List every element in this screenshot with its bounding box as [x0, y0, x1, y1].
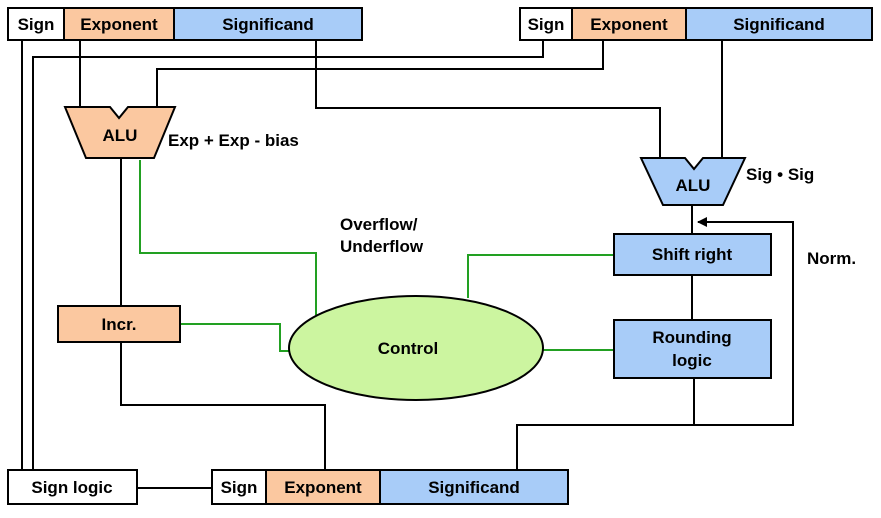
result-register: Sign Exponent Significand [211, 469, 569, 505]
result-exponent-label: Exponent [284, 478, 362, 497]
significand-alu-shape [639, 157, 747, 206]
operand-b-significand-field [685, 7, 873, 41]
exponent-alu-shape [63, 106, 177, 159]
sign-logic-box [7, 469, 138, 505]
significand-alu: ALU Sig • Sig [639, 157, 814, 206]
overflow-label-line1: Overflow/ [340, 215, 418, 234]
operand-a-register: Sign Exponent Significand [7, 7, 363, 41]
result-sign-label: Sign [221, 478, 258, 497]
incr-label: Incr. [102, 315, 137, 334]
control-unit: Control [288, 295, 544, 401]
incr-box [57, 305, 181, 343]
rounding-label-line1: Rounding [652, 328, 731, 347]
result-exponent-field [265, 469, 381, 505]
operand-a-sign-label: Sign [18, 15, 55, 34]
sign-logic-label: Sign logic [31, 478, 112, 497]
wire-shift-control [467, 254, 614, 298]
control-ellipse [288, 295, 544, 401]
rounding-logic-block: Rounding logic [613, 319, 772, 379]
exponent-alu-annotation: Exp + Exp - bias [168, 131, 299, 150]
significand-alu-annotation: Sig • Sig [746, 165, 814, 184]
wire-round-sig [516, 378, 695, 470]
result-sign-field [211, 469, 267, 505]
exponent-alu-label: ALU [103, 126, 138, 145]
wire-norm-feedback [694, 217, 794, 426]
control-wires [139, 160, 614, 352]
operand-b-register: Sign Exponent Significand [519, 7, 873, 41]
operand-b-significand-label: Significand [733, 15, 825, 34]
shift-right-block: Shift right [613, 233, 772, 276]
norm-label: Norm. [807, 249, 856, 268]
operand-a-significand-label: Significand [222, 15, 314, 34]
rounding-label-line2: logic [672, 351, 712, 370]
operand-a-significand-field [173, 7, 363, 41]
wire-incr-exp [120, 342, 326, 470]
wire-incr-control [181, 323, 290, 352]
result-significand-field [379, 469, 569, 505]
operand-b-exponent-label: Exponent [590, 15, 668, 34]
overflow-label-line2: Underflow [340, 237, 424, 256]
operand-a-sign-field [7, 7, 65, 41]
black-wires [21, 40, 794, 489]
wire-sig-a [315, 40, 661, 158]
exponent-alu: ALU Exp + Exp - bias [63, 106, 299, 159]
significand-alu-label: ALU [676, 176, 711, 195]
rounding-logic-box [613, 319, 772, 379]
wire-alu-control [139, 160, 317, 315]
control-label: Control [378, 339, 438, 358]
incr-block: Incr. [57, 305, 181, 343]
shift-right-label: Shift right [652, 245, 733, 264]
operand-a-exponent-label: Exponent [80, 15, 158, 34]
sign-logic-block: Sign logic [7, 469, 138, 505]
wire-exp-b [156, 40, 604, 107]
operand-b-sign-label: Sign [528, 15, 565, 34]
shift-right-box [613, 233, 772, 276]
result-significand-label: Significand [428, 478, 520, 497]
wire-sign-b [32, 40, 544, 470]
